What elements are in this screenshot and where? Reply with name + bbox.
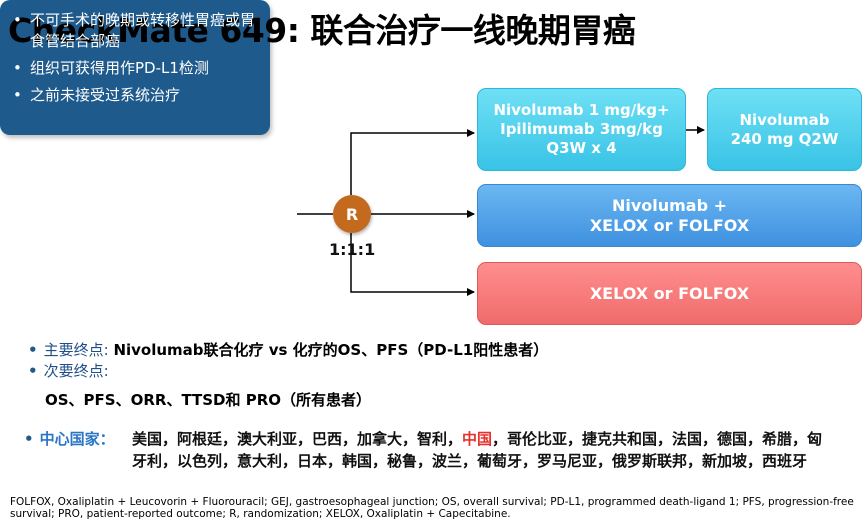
secondary-endpoint-label: 次要终点:	[43, 362, 109, 380]
randomization-circle: R	[333, 195, 371, 233]
bullet-icon: •	[28, 362, 38, 380]
countries-list: 美国，阿根廷，澳大利亚，巴西，加拿大，智利，中国，哥伦比亚，捷克共和国，法国，德…	[132, 428, 832, 472]
arm-line: 240 mg Q2W	[730, 129, 839, 148]
criteria-item: 组织可获得用作PD-L1检测	[13, 58, 258, 79]
criteria-item: 不可手术的晚期或转移性胃癌或胃食管结合部癌	[13, 10, 258, 52]
arm-nivo-ipi-box: Nivolumab 1 mg/kg+ Ipilimumab 3mg/kg Q3W…	[477, 88, 686, 171]
inclusion-criteria-box: 不可手术的晚期或转移性胃癌或胃食管结合部癌 组织可获得用作PD-L1检测 之前未…	[0, 0, 270, 135]
arm-line: XELOX or FOLFOX	[589, 284, 750, 303]
countries-label-text: 中心国家：	[39, 430, 115, 448]
secondary-endpoint-text: OS、PFS、ORR、TTSD和 PRO（所有患者）	[45, 391, 372, 409]
arm-nivo-maintenance-box: Nivolumab 240 mg Q2W	[707, 88, 862, 171]
primary-endpoint-text: Nivolumab联合化疗 vs 化疗的OS、PFS（PD-L1阳性患者）	[113, 341, 549, 359]
arrow-to-arm3	[350, 233, 475, 296]
primary-endpoint: • 主要终点: Nivolumab联合化疗 vs 化疗的OS、PFS（PD-L1阳…	[28, 339, 548, 360]
arrow-to-arm1	[350, 129, 475, 195]
countries-text: 美国，阿根廷，澳大利亚，巴西，加拿大，智利，	[132, 430, 463, 448]
bullet-icon: •	[24, 430, 34, 448]
countries-highlight: 中国	[462, 430, 493, 448]
arm-line: Nivolumab 1 mg/kg+	[493, 101, 670, 119]
arm-line: Ipilimumab 3mg/kg	[500, 120, 663, 138]
criteria-item: 之前未接受过系统治疗	[13, 85, 258, 106]
countries-label: • 中心国家：	[24, 428, 115, 449]
footnote: FOLFOX, Oxaliplatin + Leucovorin + Fluor…	[10, 496, 854, 520]
arm-nivo-chemo-box: Nivolumab + XELOX or FOLFOX	[477, 184, 862, 247]
randomization-ratio: 1:1:1	[329, 240, 376, 259]
arm-line: Q3W x 4	[546, 139, 617, 157]
arm-line: XELOX or FOLFOX	[589, 215, 750, 235]
arm-line: Nivolumab +	[611, 195, 728, 215]
secondary-endpoint: • 次要终点:	[28, 360, 109, 381]
primary-endpoint-label: 主要终点:	[43, 341, 109, 359]
arm-chemo-box: XELOX or FOLFOX	[477, 262, 862, 325]
arm-line: Nivolumab	[739, 110, 830, 129]
countries-text: ，哥伦比亚，捷克共和国，法国，德国，希腊，匈牙利，以色列，意大利，日本，韩国，秘…	[132, 430, 823, 470]
bullet-icon: •	[28, 341, 38, 359]
